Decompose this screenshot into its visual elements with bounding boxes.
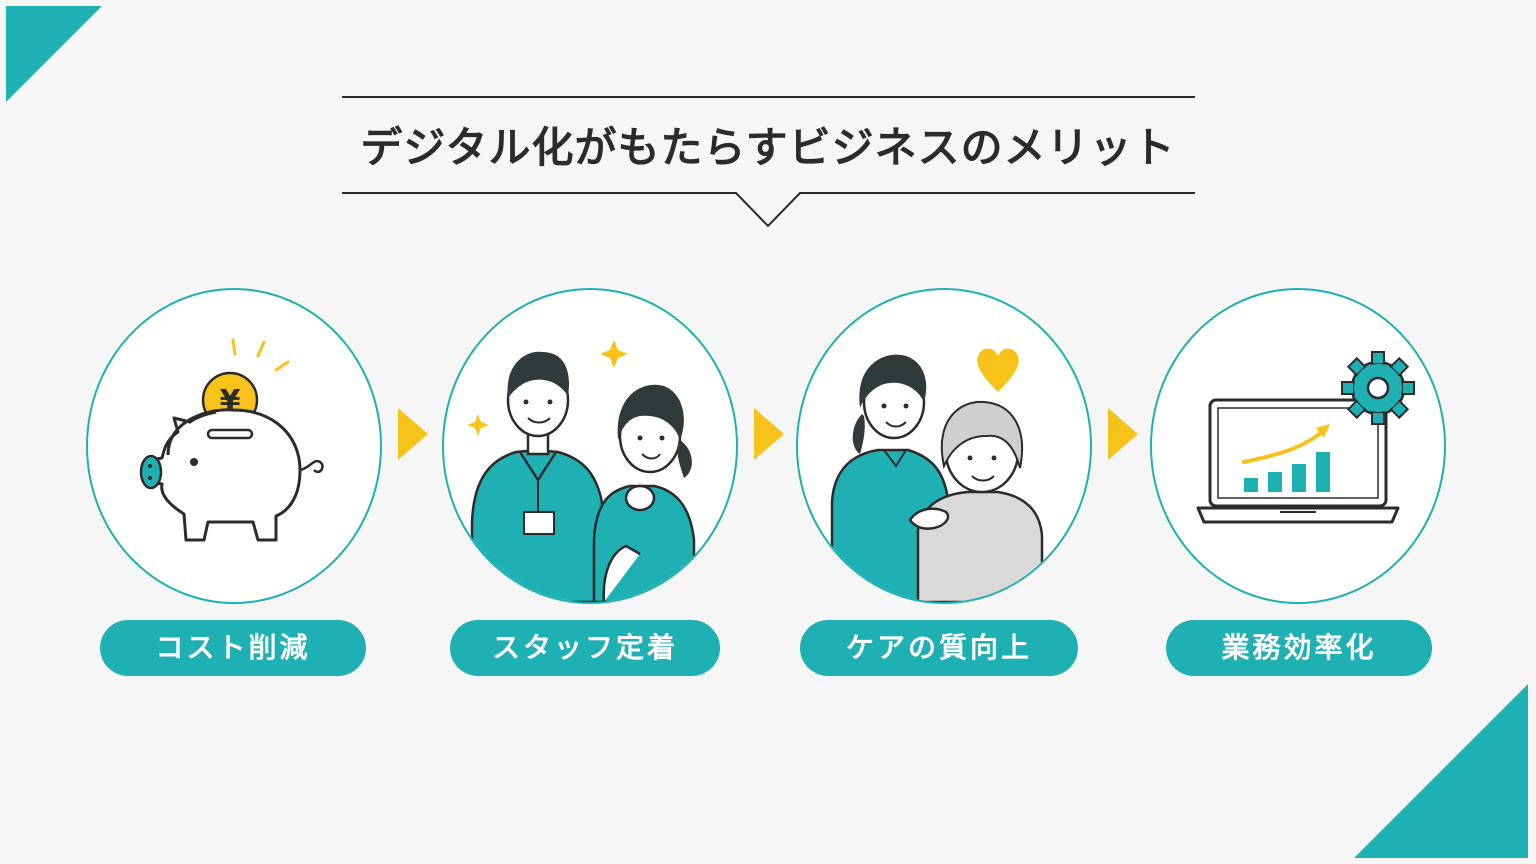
benefit-label: 業務効率化 xyxy=(1166,620,1432,676)
corner-triangle-top-left xyxy=(6,6,102,102)
title-banner: デジタル化がもたらすビジネスのメリット xyxy=(0,0,1536,240)
caregiver-staff-icon xyxy=(467,340,696,602)
caregiver-elderly-icon xyxy=(830,348,1044,602)
laptop-growth-gear-icon xyxy=(1196,351,1415,524)
arrow-right-icon xyxy=(754,408,784,460)
benefit-label: ケアの質向上 xyxy=(800,620,1078,676)
benefit-circle xyxy=(442,288,738,604)
benefit-operational-efficiency: 業務効率化 xyxy=(1150,288,1450,688)
benefit-care-quality: ケアの質向上 xyxy=(796,288,1096,688)
title-frame xyxy=(342,96,1195,228)
arrow-right-icon xyxy=(1108,408,1138,460)
benefit-staff-retention: スタッフ定着 xyxy=(442,288,742,688)
page-title: デジタル化がもたらすビジネスのメリット xyxy=(360,123,1176,172)
corner-triangle-bottom-right xyxy=(1354,684,1528,858)
arrow-right-icon xyxy=(398,408,428,460)
benefit-circle xyxy=(1150,288,1446,604)
piggy-bank-yen-icon: ¥ xyxy=(139,338,324,542)
benefit-cost-reduction: ¥ コスト削減 xyxy=(86,288,386,688)
benefit-circle xyxy=(796,288,1092,604)
benefit-label: スタッフ定着 xyxy=(450,620,720,676)
benefit-circle: ¥ xyxy=(86,288,382,604)
benefit-label: コスト削減 xyxy=(100,620,366,676)
